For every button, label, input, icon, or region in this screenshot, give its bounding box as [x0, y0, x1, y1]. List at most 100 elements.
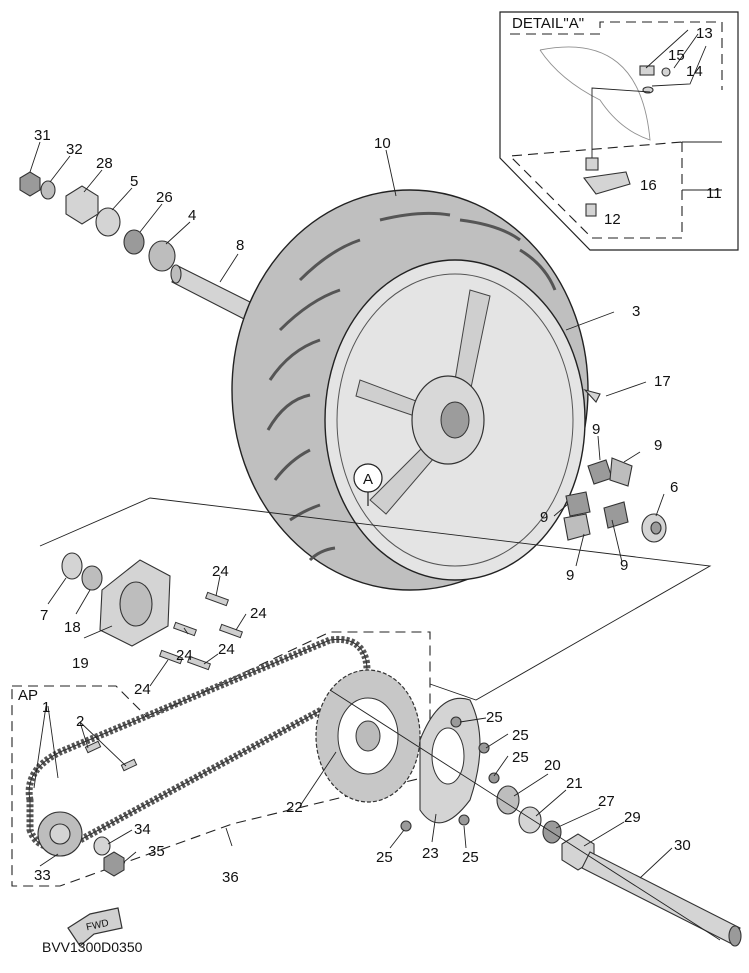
callout-25a: 25	[486, 709, 503, 726]
callout-25e: 25	[462, 849, 479, 866]
hub-assembly-outline	[39, 497, 712, 701]
spacer-8-end	[170, 264, 182, 284]
detail-a-marker-label: A	[363, 471, 373, 488]
callout-6: 6	[670, 479, 678, 496]
bearing-4-shape	[148, 240, 176, 272]
callout-24c: 24	[176, 647, 193, 664]
bearing-20-shape	[496, 785, 520, 815]
detail-leader-lines	[645, 29, 707, 87]
valve-cap-shape	[639, 65, 655, 76]
callout-24b: 24	[250, 605, 267, 622]
callout-32: 32	[66, 141, 83, 158]
dampers-group	[563, 457, 667, 543]
callout-28: 28	[96, 155, 113, 172]
left-axle-parts	[19, 171, 255, 321]
callout-17: 17	[654, 373, 671, 390]
bearing-18-shape	[81, 565, 103, 591]
callout-25d: 25	[376, 849, 393, 866]
ap-label: AP	[18, 687, 38, 704]
fwd-arrow: FWD	[67, 907, 123, 947]
callout-30: 30	[674, 837, 691, 854]
callout-27: 27	[598, 793, 615, 810]
balance-weight-17-shape	[583, 388, 601, 403]
callout-24e: 24	[134, 681, 151, 698]
callout-2: 2	[76, 713, 84, 730]
callout-labels: DETAIL"A" AP BVV1300D0350 31 32 28 5 26 …	[18, 15, 722, 955]
callout-12: 12	[604, 211, 621, 228]
valve-nut-shape	[661, 67, 671, 77]
callout-21: 21	[566, 775, 583, 792]
callout-4: 4	[188, 207, 196, 224]
callout-9d: 9	[566, 567, 574, 584]
nut-31-shape	[19, 171, 41, 197]
callout-26: 26	[156, 189, 173, 206]
callout-24d: 24	[218, 641, 235, 658]
callout-35: 35	[148, 843, 165, 860]
callout-18: 18	[64, 619, 81, 636]
rear-wheel-assembly: A	[231, 189, 601, 591]
callout-23: 23	[422, 845, 439, 862]
callout-5: 5	[130, 173, 138, 190]
callout-19: 19	[72, 655, 89, 672]
chain-joint-2	[84, 740, 138, 772]
brake-bracket-group	[329, 689, 742, 947]
detail-a-wheel-ghost	[539, 46, 651, 141]
callout-24a: 24	[212, 563, 229, 580]
valve-assembly-line	[591, 87, 651, 160]
driven-sprocket-22	[315, 669, 421, 803]
seal-7-shape	[61, 552, 83, 580]
diagram-code: BVV1300D0350	[42, 939, 143, 955]
callout-9a: 9	[592, 421, 600, 438]
rim-inner-lip	[336, 273, 574, 567]
detail-bracket-11	[682, 141, 722, 191]
valve-grommet-shape	[585, 157, 599, 171]
axle-30-shape	[581, 851, 741, 945]
callout-11: 11	[706, 185, 722, 202]
callout-15: 15	[668, 47, 685, 64]
collar-26-shape	[123, 229, 145, 255]
washer-34-shape	[93, 836, 111, 856]
fwd-label: FWD	[85, 918, 110, 933]
callout-9c: 9	[540, 509, 548, 526]
studs-24	[158, 591, 244, 671]
hub-bore	[440, 401, 470, 439]
adjuster-28-shape	[65, 185, 99, 225]
callout-8: 8	[236, 237, 244, 254]
seal-5-shape	[95, 207, 121, 237]
nut-35-shape	[103, 851, 125, 877]
hub-19-center	[119, 581, 153, 627]
callout-36: 36	[222, 869, 239, 886]
spacer-8-shape	[171, 265, 255, 321]
callout-10: 10	[374, 135, 391, 152]
callout-14: 14	[686, 63, 703, 80]
callout-1: 1	[42, 699, 50, 716]
chain-ap-box	[11, 631, 431, 887]
detail-title: DETAIL"A"	[512, 15, 584, 32]
callout-16: 16	[640, 177, 657, 194]
callout-13: 13	[696, 25, 713, 42]
sprocket-hub-group	[61, 552, 244, 671]
callout-7: 7	[40, 607, 48, 624]
callout-31: 31	[34, 127, 51, 144]
valve-bracket-shape	[583, 171, 631, 195]
axle-centerline	[329, 689, 721, 941]
callout-3: 3	[632, 303, 640, 320]
tire-tread-pattern	[266, 211, 557, 562]
washer-32-shape	[40, 180, 56, 200]
seal-21-shape	[518, 806, 542, 834]
valve-screw-shape	[585, 203, 597, 217]
detail-a-inset	[499, 11, 739, 251]
callout-34: 34	[134, 821, 151, 838]
callout-20: 20	[544, 757, 561, 774]
callout-25b: 25	[512, 727, 529, 744]
callout-29: 29	[624, 809, 641, 826]
detail-a-frame	[499, 11, 739, 251]
leader-lines	[29, 141, 673, 879]
callout-22: 22	[286, 799, 303, 816]
detail-a-dashed-group	[508, 21, 723, 239]
callout-9b: 9	[654, 437, 662, 454]
callout-33: 33	[34, 867, 51, 884]
callout-9e: 9	[620, 557, 628, 574]
